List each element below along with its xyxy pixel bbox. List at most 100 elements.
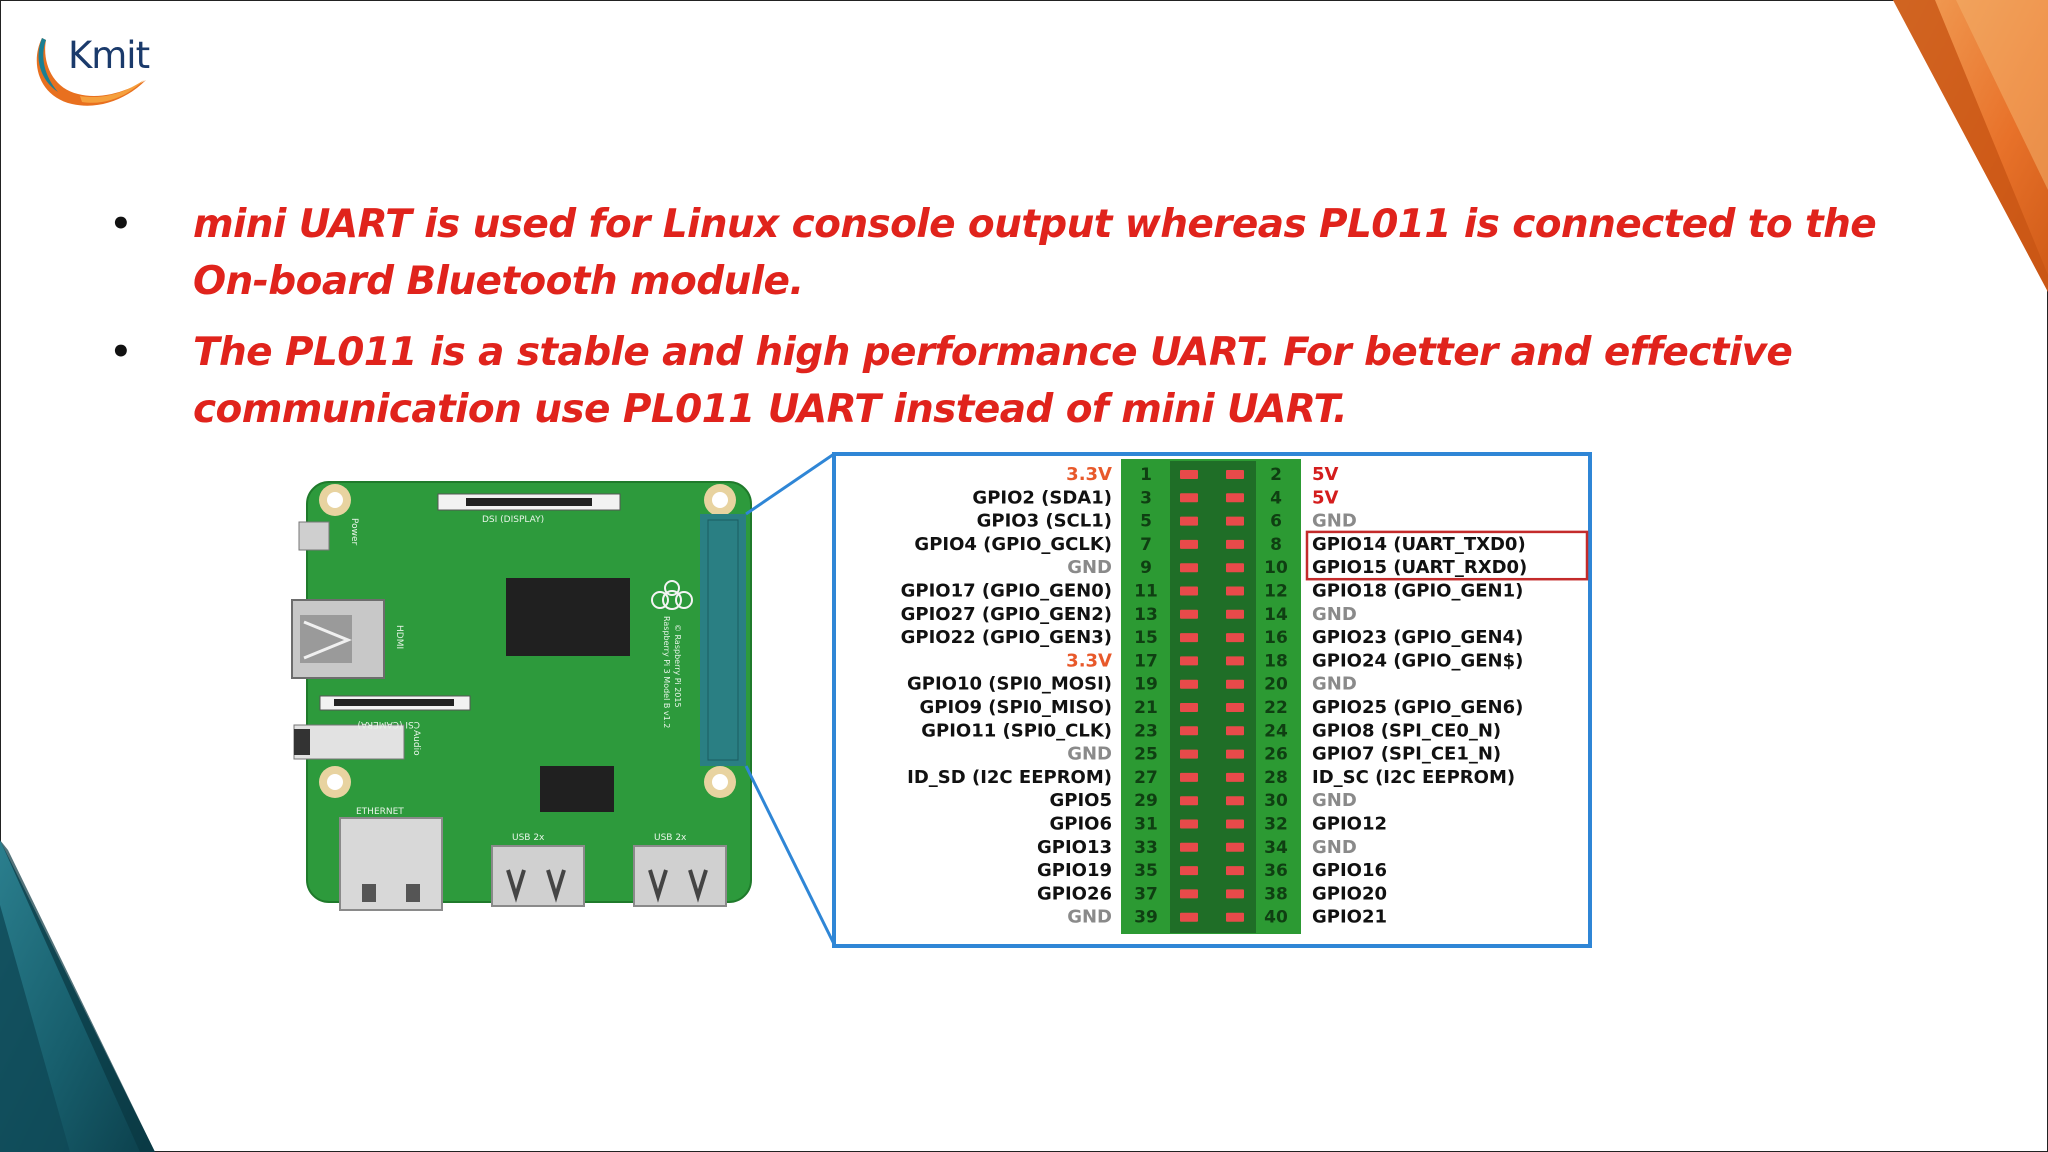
pin-odd [1180, 586, 1198, 596]
pin-label-left: GPIO3 (SCL1) [977, 511, 1112, 532]
bullet-item: • mini UART is used for Linux console ou… [110, 196, 1960, 310]
callout-line-top [745, 452, 835, 516]
pin-number-even: 38 [1264, 884, 1288, 904]
pin-number-odd: 15 [1134, 628, 1158, 648]
pin-even [1226, 539, 1244, 549]
pin-number-even: 24 [1264, 721, 1288, 741]
pin-number-odd: 17 [1134, 651, 1158, 671]
pin-odd [1180, 912, 1198, 922]
pin-label-left: GPIO22 (GPIO_GEN3) [901, 627, 1112, 648]
pin-even [1226, 516, 1244, 526]
logo-text: Kmit [68, 34, 150, 77]
silk-audio: Audio [411, 730, 421, 756]
logo-swoosh [36, 38, 147, 106]
pin-even [1226, 470, 1244, 479]
pin-number-odd: 29 [1134, 791, 1158, 811]
silk-dsi: DSI (DISPLAY) [482, 515, 544, 525]
pin-label-left: GPIO11 (SPI0_CLK) [921, 720, 1112, 741]
pin-even [1226, 749, 1244, 759]
pin-odd [1180, 516, 1198, 526]
pin-label-right: GPIO18 (GPIO_GEN1) [1312, 581, 1523, 602]
pin-odd [1180, 889, 1198, 899]
pin-label-right: GPIO21 [1312, 907, 1387, 928]
bullet-item: • The PL011 is a stable and high perform… [110, 324, 1960, 438]
pin-label-left: 3.3V [1066, 650, 1112, 671]
silk-usb-right: USB 2x [654, 833, 687, 843]
pin-number-odd: 33 [1134, 838, 1158, 858]
pin-channel [1170, 461, 1256, 933]
pin-odd [1180, 563, 1198, 573]
pin-label-left: GPIO5 [1050, 790, 1113, 811]
pin-odd [1180, 539, 1198, 549]
pin-label-right: GPIO7 (SPI_CE1_N) [1312, 744, 1501, 765]
pin-number-even: 16 [1264, 628, 1288, 648]
pin-label-left: GPIO2 (SDA1) [972, 487, 1112, 508]
pin-number-odd: 37 [1134, 884, 1158, 904]
pin-label-right: GND [1312, 674, 1357, 695]
pin-odd [1180, 772, 1198, 782]
pin-label-left: GND [1067, 557, 1112, 578]
pin-even [1226, 889, 1244, 899]
pin-label-right: GPIO8 (SPI_CE0_N) [1312, 720, 1501, 741]
uart-highlight-box [1305, 530, 1589, 581]
pin-odd [1180, 470, 1198, 479]
pin-odd [1180, 679, 1198, 689]
pin-number-odd: 25 [1134, 745, 1158, 765]
pin-label-left: GND [1067, 907, 1112, 928]
pin-even [1226, 679, 1244, 689]
pin-even [1226, 703, 1244, 712]
pin-number-even: 26 [1264, 745, 1288, 765]
pin-odd [1180, 866, 1198, 876]
pin-odd [1180, 749, 1198, 759]
pin-even [1226, 586, 1244, 596]
pin-number-odd: 19 [1134, 675, 1158, 695]
pin-even [1226, 726, 1244, 736]
pin-even [1226, 633, 1244, 643]
pin-number-even: 10 [1264, 558, 1288, 578]
pin-label-left: GPIO9 (SPI0_MISO) [920, 697, 1112, 718]
orange-corner-shape [1893, 0, 2048, 292]
pin-number-even: 28 [1264, 768, 1288, 788]
pin-label-left: GPIO4 (GPIO_GCLK) [914, 534, 1112, 555]
pin-label-left: GPIO13 [1037, 837, 1112, 858]
pin-label-right: GND [1312, 511, 1357, 532]
silk-power: Power [349, 518, 359, 546]
pin-number-even: 4 [1270, 488, 1282, 508]
bullet-text: The PL011 is a stable and high performan… [193, 330, 1793, 432]
pin-label-right: ID_SC (I2C EEPROM) [1312, 767, 1515, 788]
pin-label-left: ID_SD (I2C EEPROM) [907, 767, 1112, 788]
pin-label-right: GPIO15 (UART_RXD0) [1312, 557, 1527, 578]
pin-odd [1180, 703, 1198, 712]
pin-odd [1180, 493, 1198, 503]
pin-even [1226, 772, 1244, 782]
pin-label-right: 5V [1312, 464, 1339, 485]
pin-label-right: GPIO14 (UART_TXD0) [1312, 534, 1526, 555]
pin-odd [1180, 609, 1198, 619]
pin-even [1226, 656, 1244, 666]
pin-odd [1180, 796, 1198, 806]
pin-odd [1180, 656, 1198, 666]
pin-number-even: 6 [1270, 512, 1282, 532]
bullet-list: • mini UART is used for Linux console ou… [110, 196, 1960, 452]
pin-number-odd: 21 [1134, 698, 1158, 718]
silk-ethernet: ETHERNET [356, 807, 404, 817]
bullet-symbol: • [110, 332, 132, 372]
pin-label-left: GPIO19 [1037, 860, 1112, 881]
pin-number-odd: 39 [1134, 908, 1158, 928]
kmit-logo: Kmit [30, 22, 160, 117]
pin-odd [1180, 633, 1198, 643]
pin-number-even: 20 [1264, 675, 1288, 695]
pin-number-odd: 11 [1134, 582, 1158, 602]
silk-model: Raspberry Pi 3 Model B v1.2 [662, 616, 671, 728]
pin-label-right: 5V [1312, 487, 1339, 508]
pin-odd [1180, 819, 1198, 829]
pin-number-even: 32 [1264, 815, 1288, 835]
teal-corner-shape [0, 840, 155, 1152]
pin-even [1226, 866, 1244, 876]
pin-number-odd: 1 [1140, 465, 1152, 485]
board-gpio-pins [707, 519, 739, 761]
pin-number-even: 2 [1270, 465, 1282, 485]
